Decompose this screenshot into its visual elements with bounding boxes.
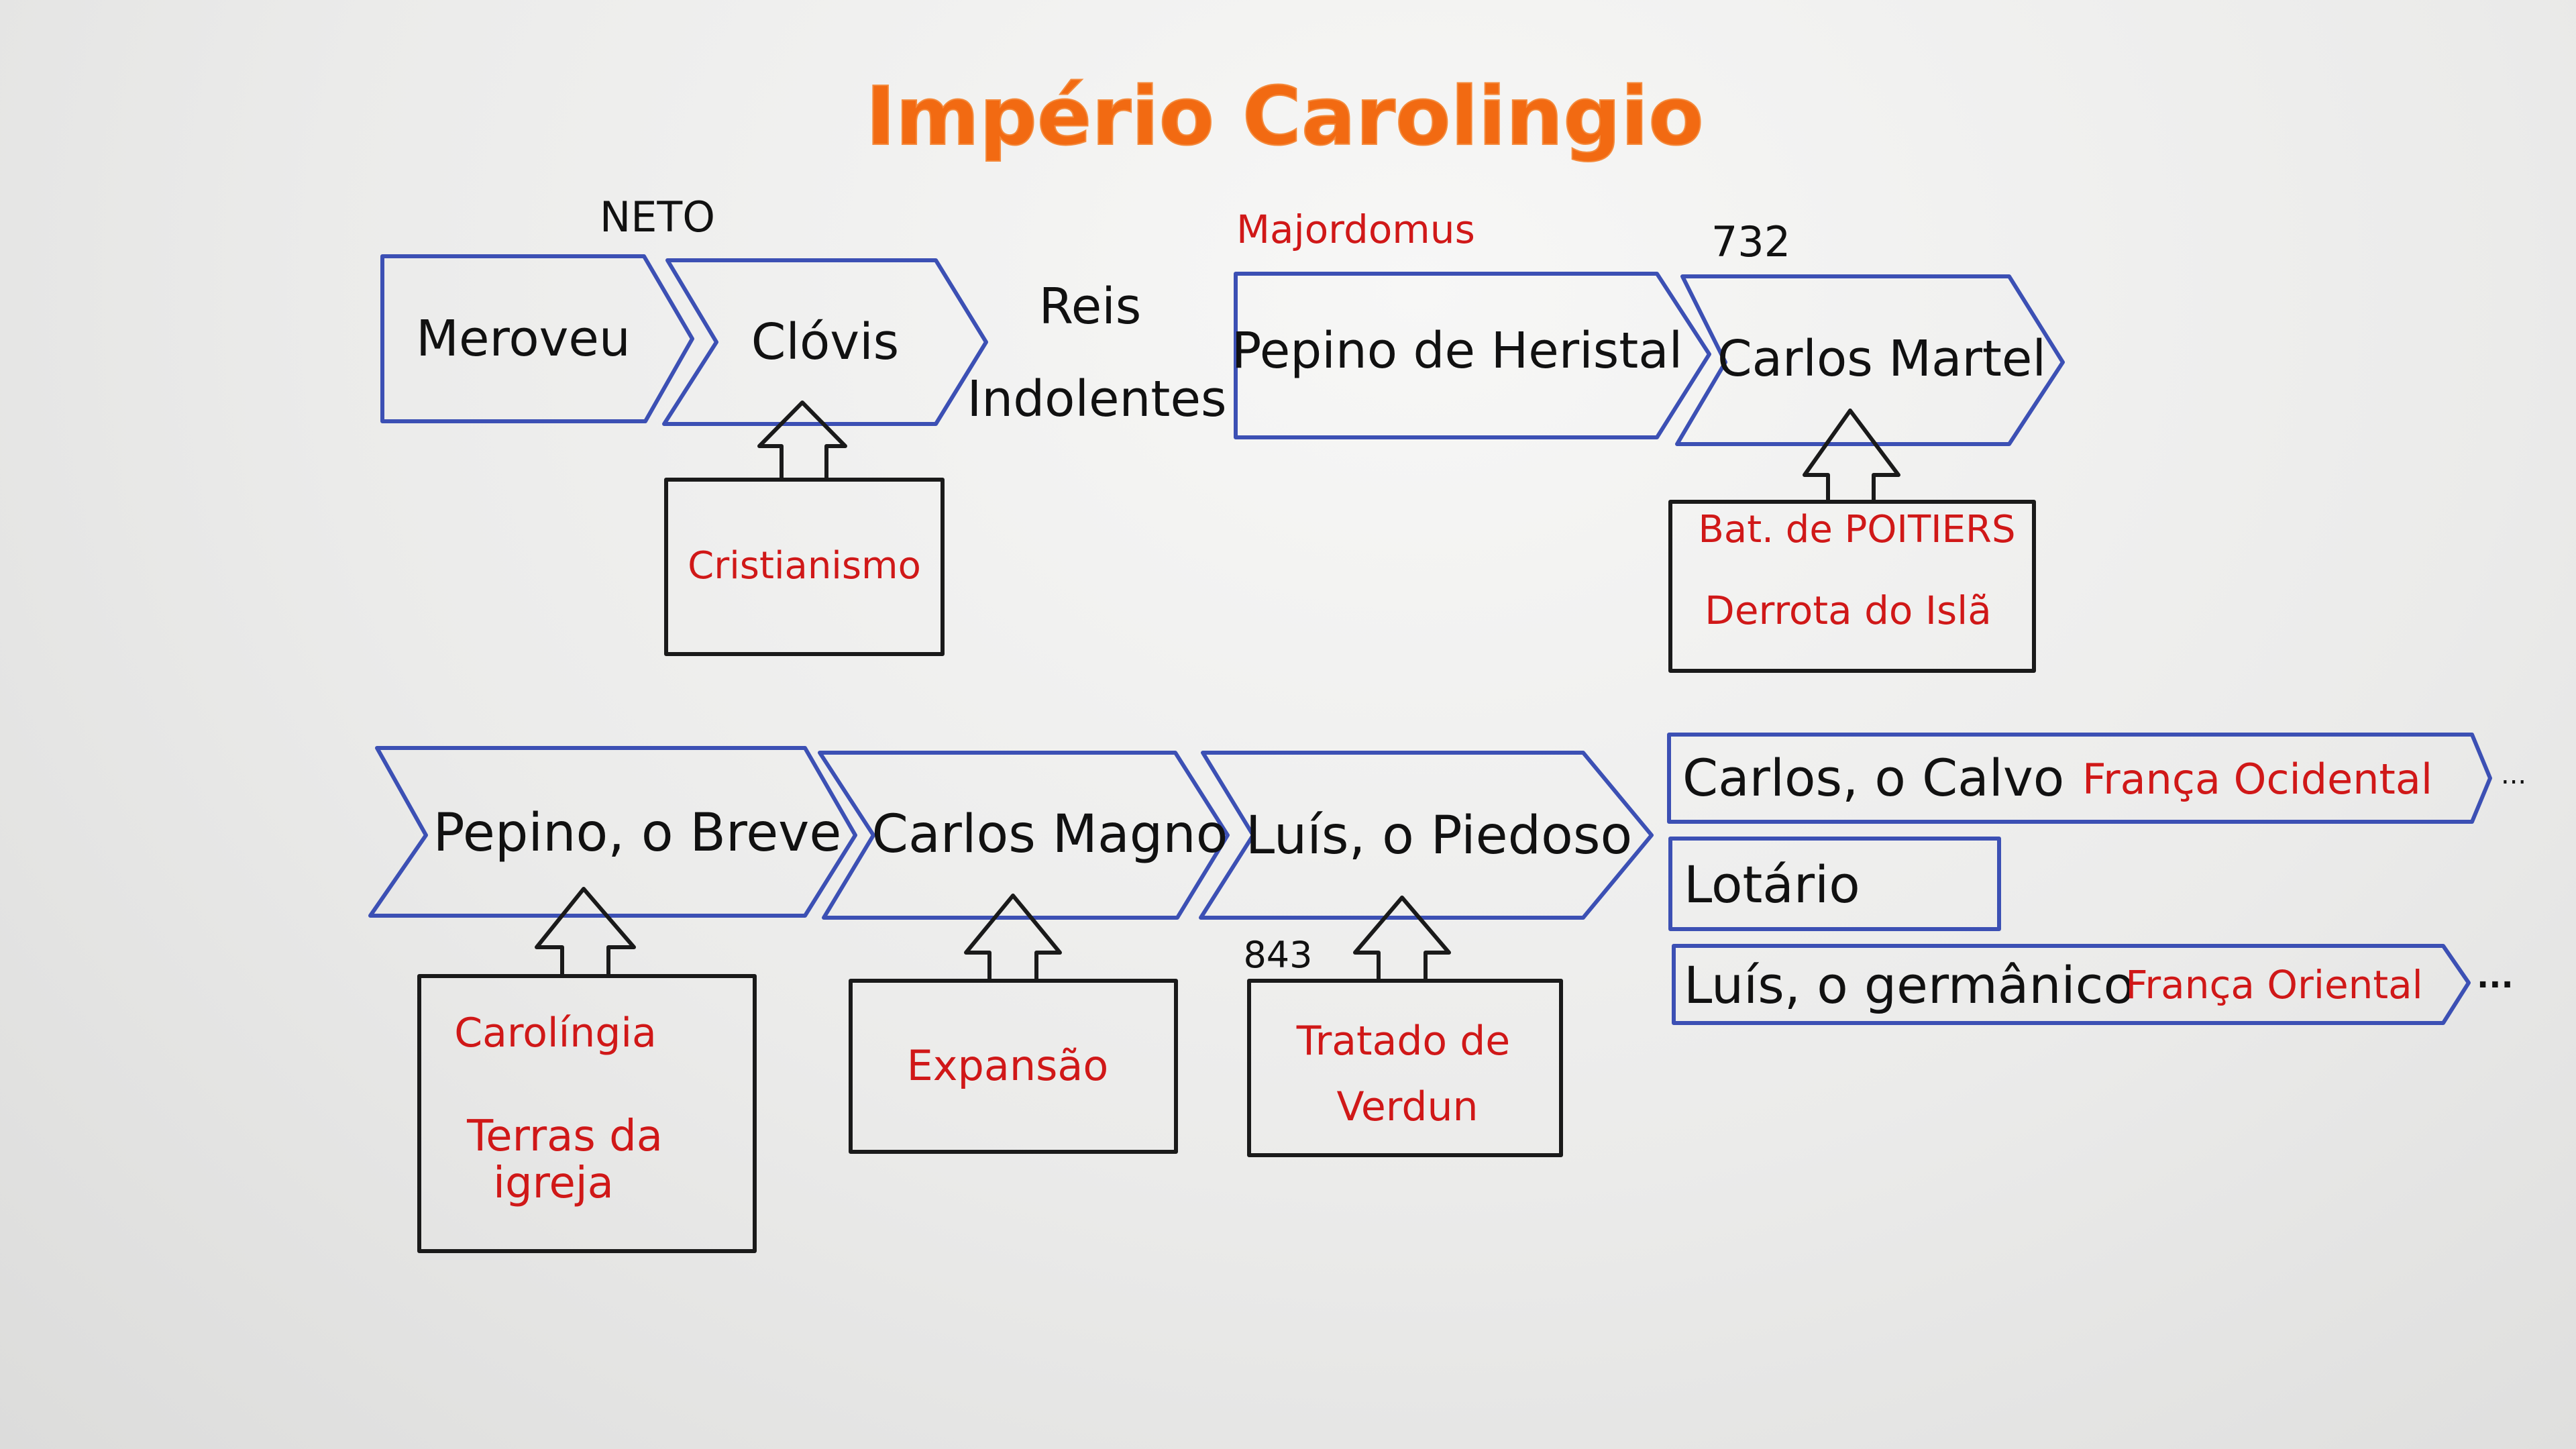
heir-region-franca-oriental: França Oriental: [2125, 962, 2423, 1008]
box-carlos-martel: [1668, 500, 2036, 673]
box-carlos-magno: [849, 979, 1178, 1154]
up-arrow-luis-piedoso: [1353, 896, 1451, 981]
chevron-label-pepino-heristal: Pepino de Heristal: [1232, 322, 1682, 380]
year-732: 732: [1711, 217, 1790, 266]
box-text-terras-da: Terras da: [466, 1112, 663, 1161]
chevron-label-carlos-martel: Carlos Martel: [1717, 330, 2046, 388]
majordomus-label: Majordomus: [1236, 207, 1475, 252]
box-text-derrota-isla: Derrota do Islã: [1705, 588, 1992, 633]
heir-region-franca-ocidental: França Ocidental: [2082, 755, 2432, 804]
heir-name-lotario: Lotário: [1684, 855, 1860, 914]
box-luis-piedoso: [1247, 979, 1563, 1157]
chevron-carlos-martel: [1675, 274, 2065, 446]
box-clovis: [664, 478, 945, 656]
heir-name-luis-germanico: Luís, o germânico: [1684, 955, 2135, 1015]
heir-arrow-carlos-calvo: [1667, 733, 2492, 824]
box-text-cristianismo: Cristianismo: [688, 544, 921, 588]
chevron-pepino-breve: [368, 746, 857, 918]
box-text-verdun: Verdun: [1336, 1083, 1478, 1130]
neto-label: NETO: [600, 193, 715, 241]
ellipsis-oriental: ...: [2477, 958, 2514, 996]
chevron-carlos-magno: [818, 751, 1230, 920]
box-text-tratado-de: Tratado de: [1296, 1018, 1510, 1065]
chevron-label-meroveu: Meroveu: [416, 310, 631, 368]
chevron-pepino-heristal: [1234, 272, 1711, 439]
chevron-label-pepino-breve: Pepino, o Breve: [433, 803, 842, 863]
reis-label: Reis: [1039, 278, 1142, 335]
box-text-carolingia: Carolíngia: [454, 1010, 657, 1057]
box-text-expansao: Expansão: [907, 1041, 1109, 1090]
up-arrow-pepino-breve: [535, 887, 636, 976]
heir-name-carlos-calvo: Carlos, o Calvo: [1682, 748, 2064, 808]
box-text-igreja: igreja: [493, 1159, 614, 1208]
heir-arrow-luis-germanico: [1672, 944, 2471, 1025]
year-843: 843: [1243, 934, 1312, 976]
chevron-label-carlos-magno: Carlos Magno: [872, 804, 1228, 865]
up-arrow-clovis: [757, 400, 847, 478]
indolentes-label: Indolentes: [967, 370, 1226, 428]
chevron-label-clovis: Clóvis: [751, 313, 899, 371]
ellipsis-ocidental: ...: [2501, 759, 2526, 790]
chevron-clovis: [662, 258, 988, 426]
up-arrow-carlos-magno: [964, 894, 1062, 979]
box-text-poitiers: Bat. de POITIERS: [1698, 508, 2015, 551]
chevron-label-luis-piedoso: Luís, o Piedoso: [1246, 806, 1633, 866]
chevron-meroveu: [380, 254, 694, 423]
chevron-luis-piedoso: [1199, 751, 1654, 920]
box-pepino-breve: [417, 974, 757, 1253]
diagram-title: Império Carolingio: [865, 70, 1703, 164]
up-arrow-carlos-martel: [1803, 409, 1900, 500]
heir-box-lotario: [1668, 837, 2001, 931]
